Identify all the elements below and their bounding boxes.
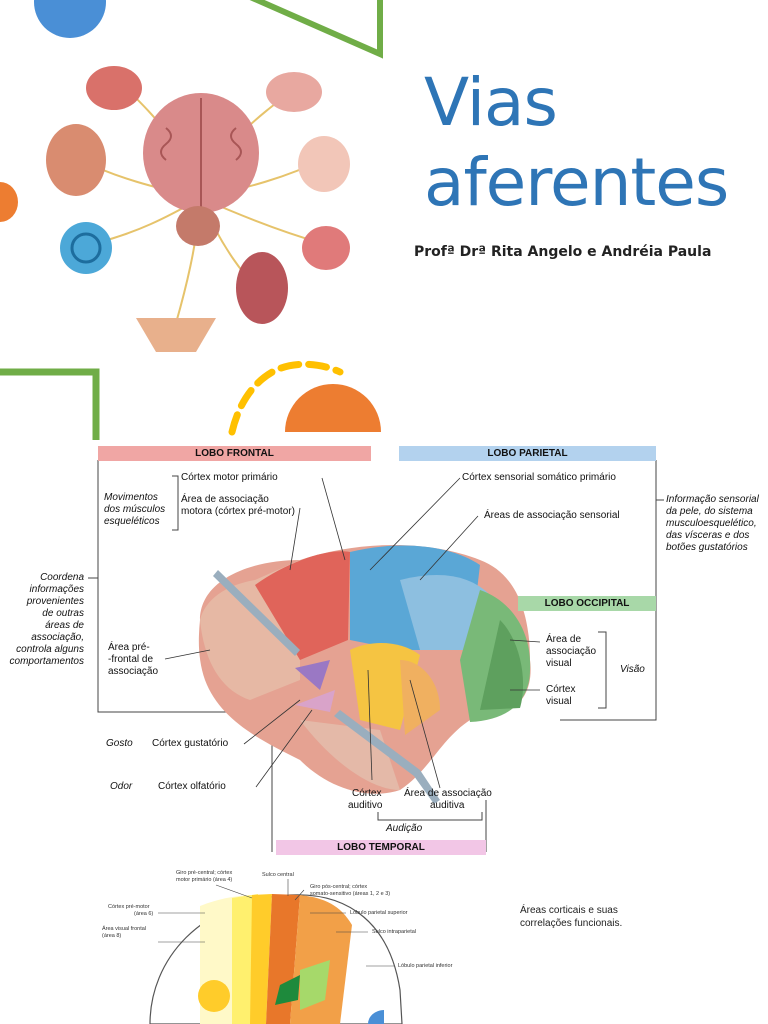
- lobe-occipital-header: LOBO OCCIPITAL: [518, 596, 656, 611]
- prefrontal-label-2: -frontal de: [108, 654, 154, 665]
- muscle-icon: [266, 72, 322, 112]
- coord-label-7: controla alguns: [16, 644, 84, 655]
- sensory-assoc-label: Áreas de associação sensorial: [484, 510, 620, 521]
- caption-line-2: correlações funcionais.: [520, 918, 623, 929]
- cortical-areas-illustration: [149, 879, 403, 1024]
- info-label-5: botões gustatórios: [666, 542, 748, 553]
- prefrontal-label-1: Área pré-: [108, 642, 150, 653]
- prefrontal-label-3: associação: [108, 666, 159, 677]
- intraparietal-label: Sulco intraparietal: [372, 929, 417, 935]
- precentral-label-2: motor primário (área 4): [176, 877, 233, 883]
- skin-icon: [136, 318, 216, 352]
- visual-cortex-label-1: Córtex: [546, 684, 576, 695]
- figure-caption: Áreas corticais e suas correlações funci…: [520, 904, 622, 930]
- visual-assoc-label-3: visual: [546, 658, 572, 669]
- brain-lobes-illustration: [88, 460, 664, 852]
- motor-primary-label: Córtex motor primário: [181, 472, 278, 483]
- taste-label: Gosto: [106, 738, 133, 749]
- authors: Profª Drª Rita Angelo e Andréia Paula: [414, 244, 712, 260]
- auditory-label-2: auditivo: [348, 800, 383, 811]
- precentral-label-1: Giro pré-central; córtex: [176, 870, 233, 876]
- viscera-icon: [236, 252, 288, 324]
- ear-icon: [60, 222, 112, 274]
- movements-label-1: Movimentos: [104, 492, 158, 503]
- coord-label-5: áreas de: [45, 620, 84, 631]
- lobe-temporal-header: LOBO TEMPORAL: [276, 840, 486, 855]
- coord-label-2: informações: [29, 584, 84, 595]
- orange-semicircle-decoration: [0, 182, 18, 222]
- premotor-label-1: Córtex pré-motor: [108, 904, 150, 910]
- coord-label-6: associação,: [31, 632, 84, 643]
- superior-parietal-label: Lóbulo parietal superior: [350, 910, 408, 916]
- olfactory-label: Córtex olfatório: [158, 781, 226, 792]
- motor-assoc-label-2: motora (córtex pré-motor): [181, 506, 295, 517]
- visual-assoc-label-2: associação: [546, 646, 597, 657]
- info-label-3: musculoesquelético,: [666, 518, 757, 529]
- info-label-1: Informação sensorial: [666, 494, 759, 505]
- visual-cortex-label-2: visual: [546, 696, 572, 707]
- caption-line-1: Áreas corticais e suas: [520, 905, 618, 916]
- somatosensory-label: Córtex sensorial somático primário: [462, 472, 616, 483]
- vision-label: Visão: [620, 664, 645, 675]
- movements-label-2: dos músculos: [104, 504, 166, 515]
- green-corner-decoration: [0, 368, 100, 440]
- gustatory-label: Córtex gustatório: [152, 738, 229, 749]
- central-sulcus-label: Sulco central: [262, 872, 294, 878]
- hearing-label: Audição: [386, 823, 423, 834]
- frontal-visual-label-2: (área 8): [102, 933, 122, 939]
- postcentral-label-2: somato-sensitivo (áreas 1, 2 e 3): [310, 891, 391, 897]
- visual-assoc-label-1: Área de: [546, 634, 582, 645]
- coord-label-8: comportamentos: [9, 656, 84, 667]
- aud-assoc-label-1: Área de associação: [404, 788, 492, 799]
- movements-label-3: esqueléticos: [104, 516, 160, 527]
- postcentral-label-1: Giro pós-central; córtex: [310, 884, 368, 890]
- lobe-frontal-header: LOBO FRONTAL: [98, 446, 371, 461]
- nose-icon: [298, 136, 350, 192]
- frontal-visual-label-1: Área visual frontal: [102, 926, 147, 932]
- eye-icon: [86, 66, 142, 110]
- inferior-parietal-label: Lóbulo parietal inferior: [398, 963, 453, 969]
- orange-circle-decoration: [285, 384, 381, 432]
- yellow-dashed-arc-decoration: [228, 360, 344, 436]
- info-label-4: das vísceras e dos: [666, 530, 750, 541]
- page-title-line1: Vias: [424, 64, 558, 141]
- page-title-line2: aferentes: [424, 144, 729, 221]
- coord-label-4: de outras: [42, 608, 84, 619]
- premotor-label-2: (área 6): [134, 911, 154, 917]
- smell-label: Odor: [110, 781, 133, 792]
- face-icon: [46, 124, 106, 196]
- coord-label-1: Coordena: [40, 572, 84, 583]
- blue-circle-decoration: [34, 0, 106, 38]
- aud-assoc-label-2: auditiva: [430, 800, 465, 811]
- lobe-parietal-header: LOBO PARIETAL: [399, 446, 656, 461]
- afferent-pathways-illustration: [46, 66, 350, 352]
- coord-label-3: provenientes: [26, 596, 84, 607]
- green-triangle-decoration: [249, 0, 383, 59]
- tongue-icon: [302, 226, 350, 270]
- auditory-label-1: Córtex: [352, 788, 382, 799]
- motor-assoc-label-1: Área de associação: [181, 494, 269, 505]
- info-label-2: da pele, do sistema: [666, 506, 753, 517]
- decorative-shapes: [0, 0, 383, 440]
